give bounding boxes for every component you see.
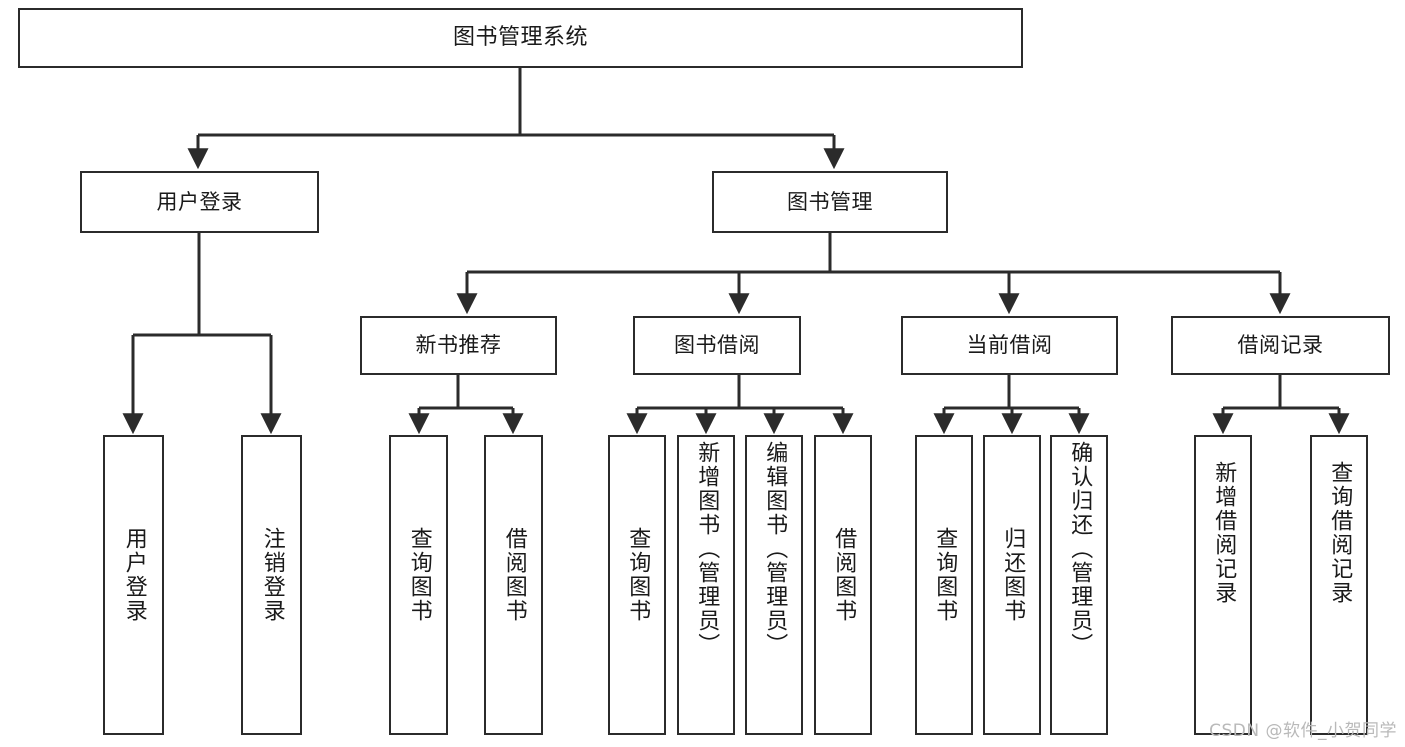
watermark: CSDN @软件_小贺同学 (1209, 721, 1397, 741)
node-leaf-query-book-3[interactable]: 查询图书 (915, 435, 973, 735)
node-current-borrow[interactable]: 当前借阅 (901, 316, 1118, 375)
node-leaf-query-book-2[interactable]: 查询图书 (608, 435, 666, 735)
node-leaf-return-book-label: 归还图书 (1000, 527, 1026, 623)
node-new-book-recommend[interactable]: 新书推荐 (360, 316, 557, 375)
node-leaf-query-record-label: 查询借阅记录 (1327, 461, 1353, 605)
node-leaf-return-book[interactable]: 归还图书 (983, 435, 1041, 735)
node-root[interactable]: 图书管理系统 (18, 8, 1023, 68)
node-book-manage-label: 图书管理 (787, 189, 873, 214)
node-leaf-add-record-label: 新增借阅记录 (1211, 461, 1237, 605)
node-leaf-user-logout[interactable]: 注销登录 (241, 435, 302, 735)
node-current-borrow-label: 当前借阅 (966, 333, 1053, 358)
node-leaf-user-login[interactable]: 用户登录 (103, 435, 164, 735)
node-leaf-confirm-return-label: 确认归还（管理员） (1067, 441, 1093, 657)
node-leaf-edit-book[interactable]: 编辑图书（管理员） (745, 435, 803, 735)
node-leaf-borrow-book-1-label: 借阅图书 (501, 527, 527, 623)
node-borrow-record[interactable]: 借阅记录 (1171, 316, 1390, 375)
node-leaf-add-book[interactable]: 新增图书（管理员） (677, 435, 735, 735)
node-book-borrow-label: 图书借阅 (674, 333, 760, 358)
node-leaf-confirm-return[interactable]: 确认归还（管理员） (1050, 435, 1108, 735)
node-user-login-label: 用户登录 (156, 189, 243, 214)
node-leaf-query-book-1[interactable]: 查询图书 (389, 435, 448, 735)
node-leaf-add-book-label: 新增图书（管理员） (694, 441, 720, 657)
node-root-label: 图书管理系统 (452, 25, 588, 51)
node-leaf-add-record[interactable]: 新增借阅记录 (1194, 435, 1252, 735)
node-user-login[interactable]: 用户登录 (80, 171, 319, 233)
node-leaf-user-logout-label: 注销登录 (259, 527, 285, 623)
node-new-book-recommend-label: 新书推荐 (415, 333, 502, 358)
node-leaf-query-book-1-label: 查询图书 (406, 527, 432, 623)
node-leaf-query-book-3-label: 查询图书 (932, 527, 958, 623)
node-leaf-borrow-book-2-label: 借阅图书 (831, 527, 857, 623)
node-leaf-query-record[interactable]: 查询借阅记录 (1310, 435, 1368, 735)
node-leaf-query-book-2-label: 查询图书 (625, 527, 651, 623)
node-borrow-record-label: 借阅记录 (1237, 333, 1324, 358)
node-leaf-edit-book-label: 编辑图书（管理员） (762, 441, 788, 657)
node-book-manage[interactable]: 图书管理 (712, 171, 948, 233)
node-leaf-borrow-book-1[interactable]: 借阅图书 (484, 435, 543, 735)
node-book-borrow[interactable]: 图书借阅 (633, 316, 801, 375)
node-leaf-borrow-book-2[interactable]: 借阅图书 (814, 435, 872, 735)
node-leaf-user-login-label: 用户登录 (121, 527, 147, 623)
